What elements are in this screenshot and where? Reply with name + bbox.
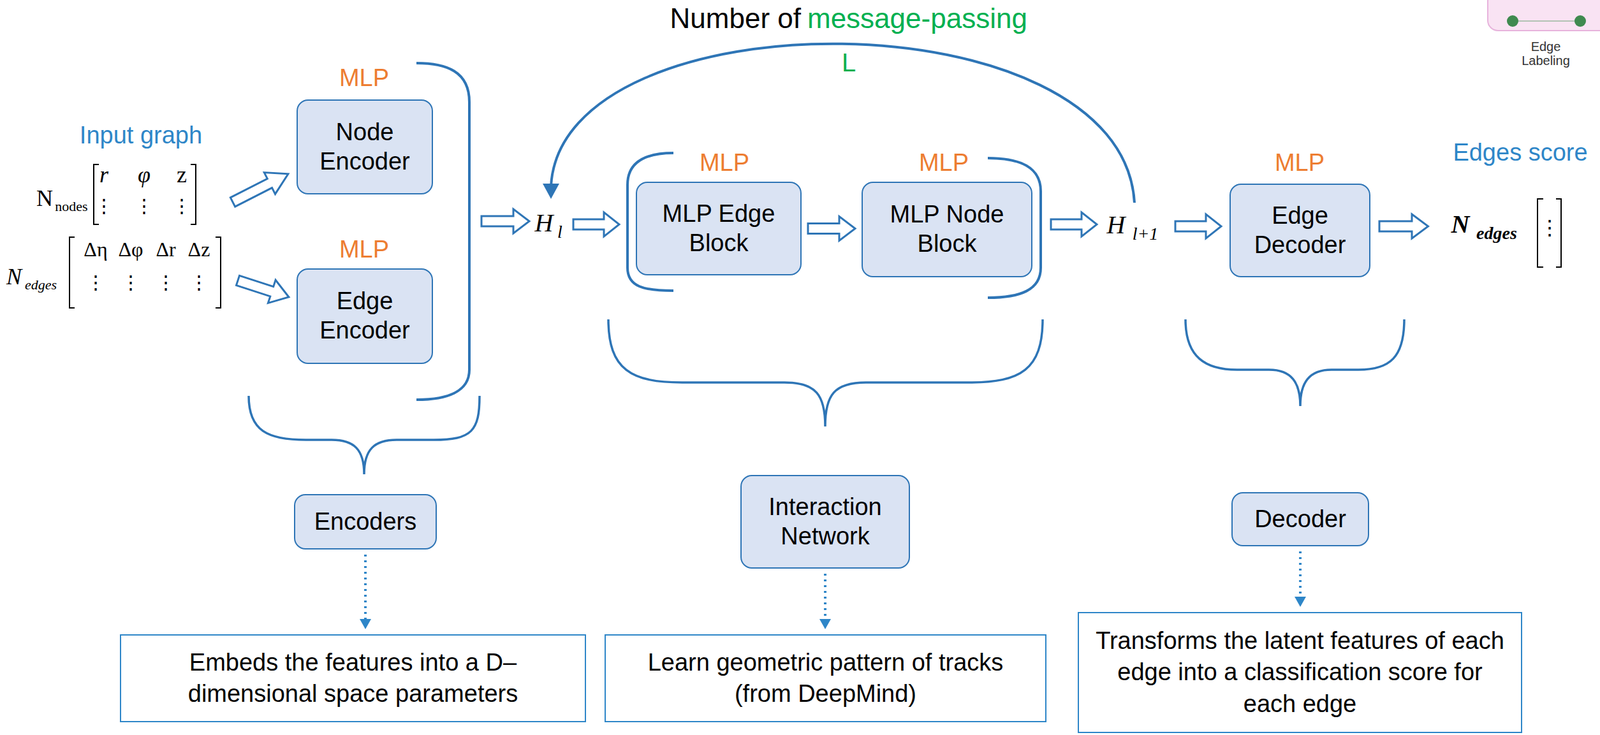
hollow-arrow [807, 216, 856, 242]
hidden-subscript: l [557, 222, 563, 243]
matrix-header: Δz [188, 238, 211, 261]
matrix-dots: ⋮ [121, 271, 141, 293]
process-box: MLP Node Block [861, 181, 1033, 278]
matrix-dots: ⋮ [189, 271, 209, 293]
mlp-tag: MLP [699, 149, 750, 177]
loop-arrowhead [542, 183, 560, 199]
description-box: Embeds the features into a D–dimensional… [119, 634, 587, 723]
matrix-row-label: N [6, 264, 22, 291]
dotted-arrow [819, 573, 831, 630]
node-text: Embeds the features into a D–dimensional… [132, 647, 574, 711]
node-text: Transforms the latent features of each e… [1090, 625, 1510, 720]
matrix-header: Δη [83, 238, 108, 261]
description-box: Learn geometric pattern of tracks (from … [604, 634, 1047, 723]
matrix-subscript: edges [1476, 223, 1518, 244]
matrix-dots: ⋮ [86, 271, 106, 293]
hidden-subscript: l+1 [1132, 224, 1159, 245]
node-text: Learn geometric pattern of tracks (from … [617, 647, 1034, 711]
encoder-box: Node Encoder [296, 99, 434, 195]
node-text: Edge Encoder [306, 286, 423, 345]
decoder-box: Edge Decoder [1229, 183, 1371, 278]
node-text: Interaction Network [750, 492, 900, 551]
mlp-tag: MLP [1274, 149, 1325, 177]
edge-labeling-icon [1487, 0, 1600, 31]
node-text: Decoder [1254, 505, 1347, 535]
node-text: MLP Node Block [871, 200, 1023, 259]
matrix-header: Δφ [117, 238, 143, 261]
group-label-box: Decoder [1231, 492, 1370, 547]
matrix-header: φ [137, 162, 151, 189]
encoder-box: Edge Encoder [296, 268, 434, 365]
hidden-state: H [1107, 211, 1126, 240]
title-text: Number of [670, 3, 801, 34]
node-text: Encoders [314, 507, 418, 537]
matrix-header: r [99, 162, 109, 189]
matrix-dots: ⋮ [94, 195, 114, 217]
matrix-subscript: edges [24, 277, 57, 293]
matrix-subscript: nodes [54, 198, 88, 215]
matrix-dots: ⋮ [134, 195, 154, 217]
dotted-arrow [359, 554, 372, 630]
icon-caption: Edge Labeling [1510, 39, 1581, 68]
hidden-state: H [535, 209, 554, 238]
process-box: MLP Edge Block [635, 181, 802, 276]
matrix-header: Δr [155, 238, 176, 261]
node-text: MLP Edge Block [645, 199, 792, 258]
matrix-brackets [69, 164, 1562, 309]
group-label-box: Interaction Network [740, 475, 911, 569]
mlp-tag: MLP [339, 65, 389, 92]
matrix-row-label: N [1451, 210, 1470, 239]
node-text: Edge Decoder [1239, 201, 1361, 260]
matrix-dots: ⋮ [1539, 216, 1560, 240]
node-text: Node Encoder [306, 117, 423, 177]
group-brackets [416, 63, 1041, 400]
dotted-arrow [1294, 551, 1307, 608]
loop-arc [550, 44, 1135, 203]
group-label-box: Encoders [293, 494, 437, 550]
loop-count: L [837, 48, 860, 77]
input-heading: Input graph [79, 122, 203, 150]
matrix-dots: ⋮ [156, 271, 176, 293]
mlp-tag: MLP [339, 236, 389, 264]
title-text: message-passing [807, 3, 1028, 34]
mlp-tag: MLP [918, 149, 969, 177]
matrix-header: z [176, 162, 187, 189]
matrix-dots: ⋮ [172, 195, 192, 217]
matrix-row-label: N [36, 186, 53, 212]
output-heading: Edges score [1452, 139, 1588, 167]
description-box: Transforms the latent features of each e… [1077, 612, 1523, 734]
